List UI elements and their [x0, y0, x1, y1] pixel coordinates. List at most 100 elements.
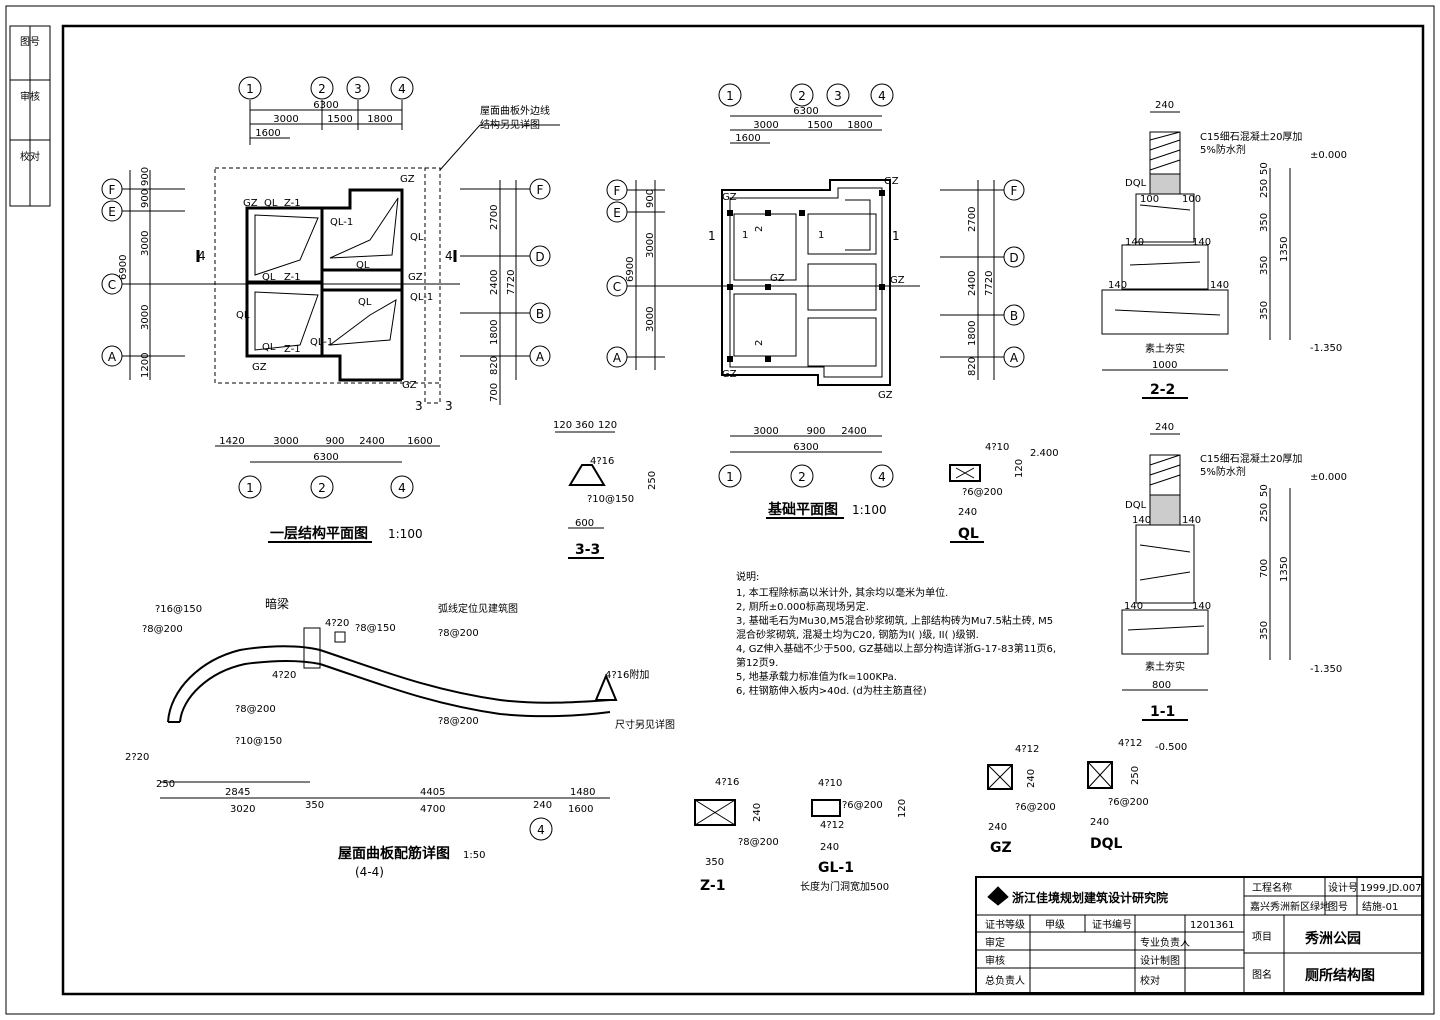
section-title: GL-1	[818, 860, 854, 876]
dim-text: 1600	[407, 436, 432, 447]
section-title: 1-1	[1150, 704, 1175, 720]
titleblock-value: 1201361	[1190, 920, 1235, 931]
dim-text: 1200	[140, 353, 151, 378]
axis-label: A	[108, 350, 117, 364]
member-label: 1	[742, 230, 748, 241]
note-text: 5%防水剂	[1200, 465, 1246, 478]
notes-title: 说明:	[736, 570, 759, 583]
section-mark: 4	[198, 249, 206, 263]
rebar-label: 4?16	[715, 777, 739, 788]
roof-label: 暗梁	[265, 596, 289, 611]
member-label: QL	[262, 272, 276, 283]
step-dim: 140	[1124, 601, 1143, 612]
member-label: QL-1	[410, 292, 433, 303]
sheet-outer-border	[5, 5, 1435, 1015]
dim-text: 240	[1155, 100, 1174, 111]
axis-label: 2	[318, 82, 326, 96]
titleblock-label: 图号	[1328, 901, 1348, 913]
titleblock-value: 厕所结构图	[1305, 967, 1375, 984]
titleblock-value: 嘉兴秀洲新区绿地	[1250, 900, 1330, 913]
plan2-title: 基础平面图	[768, 501, 838, 518]
dim-text: 700	[1259, 559, 1270, 578]
dim-text: 250	[647, 471, 658, 490]
titleblock-label: 证书编号	[1092, 918, 1132, 931]
stamp-text: 校对	[20, 150, 40, 163]
rebar-label: ?6@200	[1108, 797, 1149, 808]
dim-text: 1800	[489, 320, 500, 345]
dim-text: 1350	[1279, 557, 1290, 582]
notes: 说明: 1, 本工程除标高以米计外, 其余均以毫米为单位. 2, 厕所±0.00…	[736, 570, 1056, 697]
member-label: 1	[818, 230, 824, 241]
dim-text: 3000	[273, 436, 298, 447]
note-line: 4, GZ伸入基础不少于500, GZ基础以上部分构造详浙G-17-83第11页…	[736, 642, 1056, 655]
section-2-2: 240 C15细石混凝土20厚加 5%防水剂 DQL 100 100 140 1…	[1101, 100, 1347, 399]
dim-text: 6300	[793, 442, 818, 453]
plan2-scale: 1:100	[852, 503, 887, 517]
section-mark: 3	[415, 399, 423, 413]
dim-text: 6900	[118, 255, 129, 280]
step-dim: 140	[1192, 601, 1211, 612]
axis-label: E	[613, 206, 621, 220]
section-mark: 4	[445, 249, 453, 263]
rebar-label: 4?20	[272, 670, 296, 681]
dim-text: 3000	[753, 426, 778, 437]
rebar-label: ?8@200	[142, 624, 183, 635]
dim-text: 1800	[847, 120, 872, 131]
note-line: 5, 地基承载力标准值为fk=100KPa.	[736, 670, 897, 683]
dim-text: 600	[575, 518, 594, 529]
rebar-label: 4?16	[590, 456, 614, 467]
axis-label: 4	[398, 82, 406, 96]
step-dim: 140	[1132, 515, 1151, 526]
titleblock-value: 结施-01	[1362, 900, 1398, 913]
axis-label: 1	[726, 89, 734, 103]
axis-label: A	[1010, 351, 1019, 365]
elevation-label: 2.400	[1030, 448, 1059, 459]
plan1-scale: 1:100	[388, 527, 423, 541]
axis-label: A	[613, 351, 622, 365]
axis-label: 4	[398, 481, 406, 495]
titleblock-value: 甲级	[1045, 919, 1065, 931]
plan1-title: 一层结构平面图	[270, 525, 368, 542]
dim-text: 250	[1259, 503, 1270, 522]
dim-text: 6300	[313, 100, 338, 111]
axis-label: 2	[318, 481, 326, 495]
dim-text: 1600	[568, 804, 593, 815]
rebar-label: 4?20	[325, 618, 349, 629]
member-label: GZ	[890, 275, 905, 286]
titleblock-label: 证书等级	[985, 918, 1025, 931]
axis-label: 3	[354, 82, 362, 96]
dim-text: 3000	[645, 307, 656, 332]
rebar-label: ?8@150	[355, 623, 396, 634]
rebar-label: ?6@200	[1015, 802, 1056, 813]
step-dim: 140	[1210, 280, 1229, 291]
note-text: 5%防水剂	[1200, 143, 1246, 156]
member-label: GZ	[400, 174, 415, 185]
titleblock-label: 校对	[1140, 974, 1160, 987]
rebar-label: 4?12	[1015, 744, 1039, 755]
member-label: Z-1	[284, 198, 301, 209]
rebar-label: ?6@200	[962, 487, 1003, 498]
plan1-axis-top: 1 2 3 4	[238, 76, 414, 100]
rebar-label: 4?12	[1118, 738, 1142, 749]
dim-text: 820	[489, 356, 500, 375]
dim-text: 240	[958, 507, 977, 518]
member-label: GZ	[722, 192, 737, 203]
axis-label: D	[1009, 251, 1018, 265]
member-label: GZ	[243, 198, 258, 209]
sheet-frame	[61, 24, 1425, 996]
member-label: GZ	[722, 369, 737, 380]
note-line: 第12页9.	[736, 656, 778, 669]
dim-text: 3000	[140, 231, 151, 256]
elevation-label: ±0.000	[1310, 472, 1347, 483]
note-line: 3, 基础毛石为Mu30,M5混合砂浆砌筑, 上部结构砖为Mu7.5粘土砖, M…	[736, 614, 1053, 627]
detail-gz: 4?12 ?6@200 240 240 GZ	[987, 744, 1056, 856]
step-dim: 100	[1182, 194, 1201, 205]
member-label: GZ	[402, 380, 417, 391]
section-title: 3-3	[575, 542, 600, 558]
dim-text: 1000	[1152, 360, 1177, 371]
dql-label: DQL	[1125, 500, 1147, 511]
dim-text: 6300	[793, 106, 818, 117]
titleblock-label: 设计制图	[1140, 954, 1180, 967]
section-title: QL	[958, 526, 979, 542]
axis-label: F	[1011, 184, 1018, 198]
